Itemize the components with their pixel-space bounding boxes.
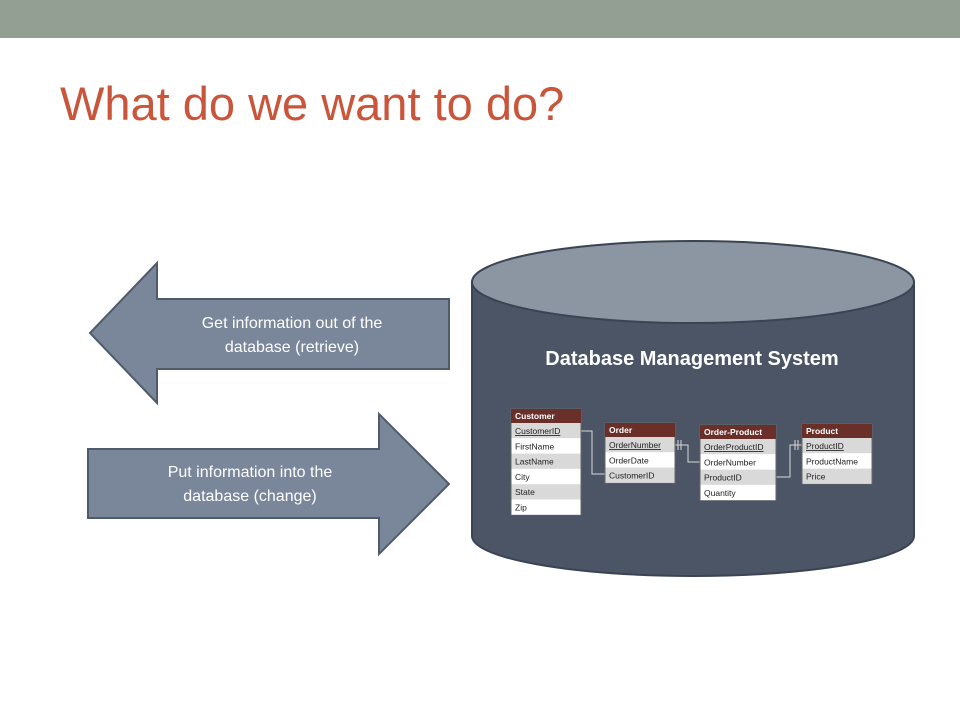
field-name: Price xyxy=(806,472,826,482)
field-name: Quantity xyxy=(704,488,736,498)
field-name: State xyxy=(515,487,535,497)
table-header xyxy=(802,424,872,438)
relation-customer-order xyxy=(581,430,605,475)
relationship-lines xyxy=(581,430,802,478)
retrieve-arrow xyxy=(88,260,450,406)
retrieve-label-line1: Get information out of the xyxy=(202,315,383,332)
table-name: Order-Product xyxy=(704,427,762,437)
top-bar xyxy=(0,0,960,38)
database-cylinder xyxy=(471,240,915,577)
field-row xyxy=(511,499,581,515)
field-name: ProductID xyxy=(806,441,844,451)
field-name: ProductName xyxy=(806,456,858,466)
relation-product-orderproduct xyxy=(776,444,802,478)
field-name: OrderDate xyxy=(609,455,649,465)
field-row xyxy=(700,439,776,455)
field-name: OrderProductID xyxy=(704,442,764,452)
table-header xyxy=(511,409,581,423)
field-row xyxy=(700,484,776,501)
field-row xyxy=(511,484,581,500)
table-header xyxy=(700,425,776,439)
field-name: FirstName xyxy=(515,441,554,451)
field-row xyxy=(511,438,581,454)
field-row xyxy=(802,453,872,469)
field-name: ProductID xyxy=(704,473,742,483)
table-header xyxy=(605,423,675,437)
field-row xyxy=(802,438,872,454)
cylinder-top xyxy=(471,240,915,324)
dbms-label: Database Management System xyxy=(545,348,838,370)
field-name: CustomerID xyxy=(515,426,560,436)
table-name: Order xyxy=(609,425,633,435)
field-row xyxy=(700,469,776,485)
field-row xyxy=(605,467,675,483)
field-row xyxy=(605,437,675,453)
change-label-line1: Put information into the xyxy=(168,464,333,481)
retrieve-label-line2: database (retrieve) xyxy=(225,339,359,356)
change-label-line2: database (change) xyxy=(183,488,316,505)
field-row xyxy=(700,454,776,470)
field-name: CustomerID xyxy=(609,471,654,481)
field-row xyxy=(511,453,581,469)
field-row xyxy=(802,468,872,484)
table-name: Customer xyxy=(515,411,555,421)
field-name: OrderNumber xyxy=(609,440,661,450)
slide-title: What do we want to do? xyxy=(60,77,565,130)
cylinder-body xyxy=(471,281,915,577)
field-name: OrderNumber xyxy=(704,457,756,467)
field-name: Zip xyxy=(515,503,527,513)
field-name: City xyxy=(515,472,530,482)
field-row xyxy=(511,423,581,439)
change-arrow xyxy=(87,411,451,557)
field-name: LastName xyxy=(515,457,554,467)
field-row xyxy=(605,452,675,468)
table-name: Product xyxy=(806,426,838,436)
field-row xyxy=(511,468,581,485)
